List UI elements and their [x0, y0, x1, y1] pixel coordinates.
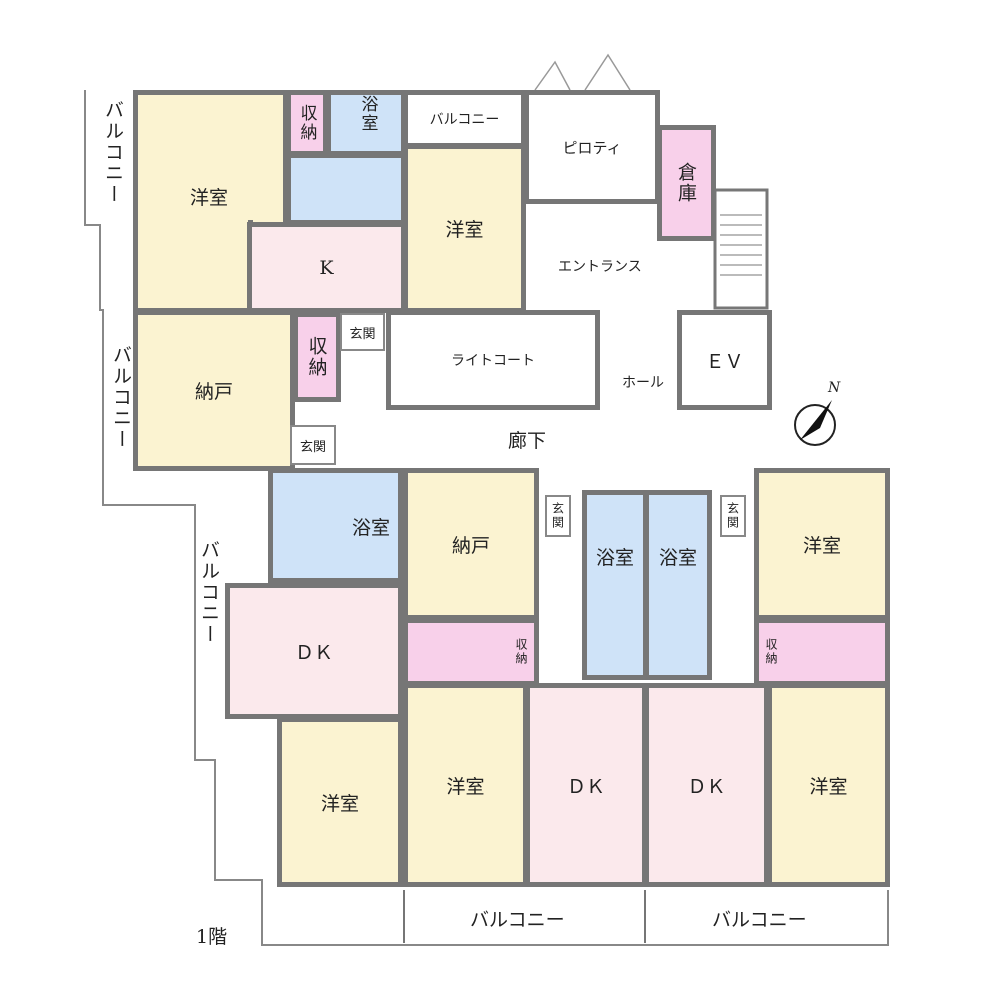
- balcony-divider-2: [644, 890, 646, 943]
- dk-left: ＤＫ: [225, 583, 403, 719]
- storage-c1-label: 収納: [514, 638, 528, 666]
- western-room-rt: 洋室: [754, 468, 890, 620]
- genkan-4: 玄関: [720, 495, 746, 537]
- bath-c2: 浴室: [644, 490, 712, 680]
- storage-ml: 収納: [293, 312, 341, 402]
- elevator: ＥＶ: [677, 310, 772, 410]
- compass-icon: [794, 400, 836, 446]
- floor-label: 1階: [196, 926, 228, 948]
- western-room-tl-lower: [133, 220, 253, 313]
- washroom-tl: [286, 153, 406, 225]
- piloti: ピロティ: [524, 90, 660, 204]
- entrance-label: エントランス: [558, 259, 642, 275]
- dk-center-1: ＤＫ: [525, 683, 647, 887]
- balcony-left-2: バルコニー: [110, 345, 132, 450]
- closet-room-mc: 納戸: [403, 468, 539, 620]
- balcony-left-3: バルコニー: [198, 540, 220, 645]
- bath-ll: 浴室: [268, 468, 403, 583]
- bath-tl: 浴室: [326, 90, 406, 156]
- western-room-br: 洋室: [767, 683, 890, 887]
- compass-label: N: [828, 380, 841, 396]
- genkan-3: 玄関: [545, 495, 571, 537]
- corridor-label: 廊下: [508, 430, 547, 452]
- balcony-divider-1: [403, 890, 405, 943]
- kitchen: K: [247, 222, 406, 313]
- balcony-small: バルコニー: [403, 90, 526, 148]
- lightcourt: ライトコート: [386, 310, 600, 410]
- dk-center-2: ＤＫ: [644, 683, 769, 887]
- western-room-tl-label: 洋室: [190, 187, 229, 209]
- warehouse: 倉庫: [657, 125, 716, 241]
- western-room-tc: 洋室: [403, 144, 526, 313]
- storage-c2-label: 収納: [764, 638, 778, 666]
- storage-c1: 収納: [403, 618, 539, 686]
- closet-room-ml: 納戸: [133, 310, 295, 471]
- genkan-2: 玄関: [290, 425, 336, 465]
- balcony-left-1: バルコニー: [102, 100, 124, 205]
- balcony-bottom-2: バルコニー: [712, 909, 807, 931]
- bath-c1: 浴室: [582, 490, 648, 680]
- genkan-1: 玄関: [340, 313, 385, 351]
- balcony-bottom-1: バルコニー: [470, 909, 565, 931]
- western-room-bl: 洋室: [277, 717, 403, 887]
- storage-c2: 収納: [754, 618, 890, 686]
- western-room-bc: 洋室: [403, 683, 528, 887]
- storage-tl: 収納: [286, 90, 328, 156]
- hall-label: ホール: [622, 375, 664, 391]
- western-room-tl: [133, 90, 288, 225]
